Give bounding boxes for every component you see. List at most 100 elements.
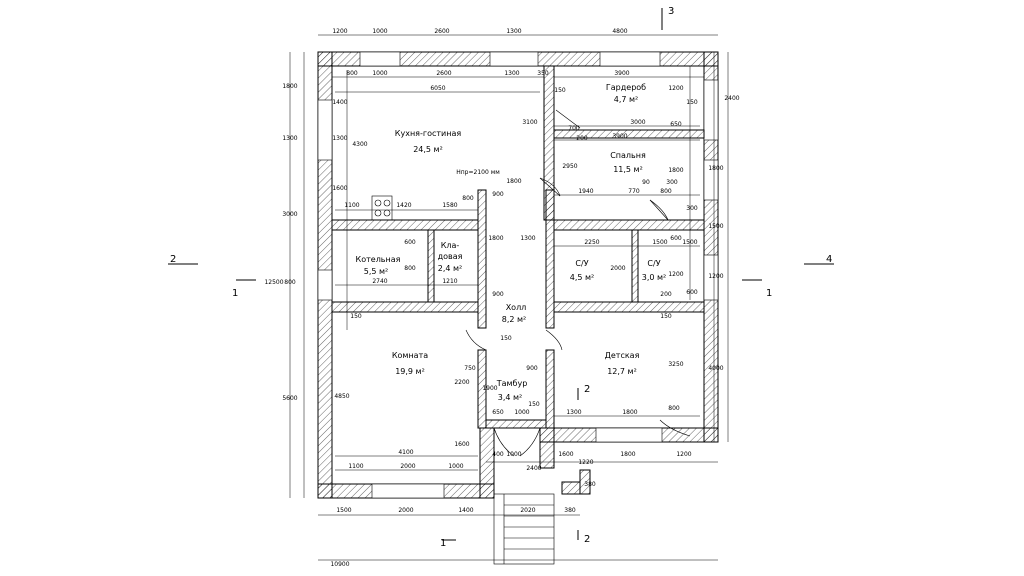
axis-label-3-top: 3	[668, 6, 674, 17]
porch-stairs	[493, 469, 591, 565]
dim-kitchen-width: 6050	[430, 85, 445, 92]
room-area-room: 19,9 м²	[395, 367, 425, 376]
room-area-wardrobe: 4,7 м²	[614, 95, 639, 104]
dim-bath2-width: 1500	[652, 239, 667, 246]
dim-right-inner-1: 150	[686, 99, 698, 106]
dim-small-2: 900	[492, 191, 504, 198]
dim-right-inner-8: 200	[660, 291, 672, 298]
dim-left-outer-0: 1800	[282, 83, 297, 90]
dim-right-outer-3: 1200	[708, 273, 723, 280]
dim-right-inner-5: 600	[670, 235, 682, 242]
room-area-vestibule: 3,4 м²	[498, 393, 523, 402]
dim-kitchen-bottom-0: 1100	[344, 202, 359, 209]
section-markers	[168, 8, 834, 541]
axis-label-2-left: 2	[170, 254, 176, 265]
dim-kitchen-height: 4300	[352, 141, 367, 148]
dim-porch-row-0: 400	[492, 451, 504, 458]
room-name-vestibule: Тамбур	[496, 379, 528, 388]
axis-label-4-right: 4	[826, 254, 832, 265]
dim-left-total: 12500	[264, 279, 283, 286]
dim-small-5: 1300	[520, 235, 535, 242]
dim-right-outer-1: 1800	[708, 165, 723, 172]
dim-bottom-outer-0: 1500	[336, 507, 351, 514]
doors	[465, 109, 691, 457]
dim-small-1: 600	[404, 239, 416, 246]
axis-label-1-right: 1	[766, 288, 772, 299]
dim-bedroom-row-4: 800	[660, 188, 672, 195]
dim-right-inner-6: 1200	[668, 271, 683, 278]
dim-right-outer-0: 2400	[724, 95, 739, 102]
dim-small-13: 1500	[682, 239, 697, 246]
dim-bedroom-row-3: 300	[666, 179, 678, 186]
axis-label-1-left: 1	[232, 288, 238, 299]
room-name-pantry-line2: довая	[438, 252, 463, 261]
dim-right-inner-2: 650	[670, 121, 682, 128]
dim-porch-row-4: 1200	[676, 451, 691, 458]
room-name-hall: Холл	[506, 303, 527, 312]
dim-top-outer-4: 4800	[612, 28, 627, 35]
dim-bedroom-height: 2950	[562, 163, 577, 170]
room-name-bedroom: Спальня	[610, 151, 646, 160]
dimension-lines	[289, 34, 729, 561]
dim-nursery-row-1: 1800	[622, 409, 637, 416]
dim-right-outer-2: 1500	[708, 223, 723, 230]
dim-top-outer-1: 1000	[372, 28, 387, 35]
dim-room-height: 4850	[334, 393, 349, 400]
axis-label-2-mid: 2	[584, 384, 590, 395]
stove-icon	[371, 195, 393, 221]
dim-right-inner-3: 1800	[668, 167, 683, 174]
dim-porch-row-1: 1000	[506, 451, 521, 458]
room-area-boiler: 5,5 м²	[364, 267, 389, 276]
axis-label-2-bottom: 2	[584, 534, 590, 545]
dim-small-0: 150	[554, 87, 566, 94]
dim-small-4: 1800	[488, 235, 503, 242]
dim-nursery-height: 3250	[668, 361, 683, 368]
dim-small-15: 150	[500, 335, 512, 342]
room-area-bath-1: 4,5 м²	[570, 273, 595, 282]
dim-kitchen-bottom-3: 800	[462, 195, 474, 202]
room-name-nursery: Детская	[605, 351, 640, 360]
dim-wardrobe-width-2: 3900	[612, 133, 627, 140]
dim-room-bottom-0: 1100	[348, 463, 363, 470]
room-area-kitchen: 24,5 м²	[413, 145, 443, 154]
room-name-kitchen: Кухня-гостиная	[395, 129, 462, 138]
dim-top-inner-4: 350	[537, 70, 549, 77]
dim-room-bottom-1: 2000	[400, 463, 415, 470]
dim-small-12: 700	[568, 125, 580, 132]
dim-top-inner-0: 800	[346, 70, 358, 77]
dim-small-14: 150	[660, 313, 672, 320]
dim-bedroom-row-1: 770	[628, 188, 640, 195]
axis-label-1-bottom: 1	[440, 538, 446, 549]
dim-door-1800: 1800	[506, 178, 521, 185]
windows	[317, 51, 719, 499]
dim-top-inner-2: 2600	[436, 70, 451, 77]
dim-left-inner-0: 1400	[332, 99, 347, 106]
dim-wardrobe-width: 3000	[630, 119, 645, 126]
dim-small-7: 900	[492, 291, 504, 298]
dim-porch-row-3: 1800	[620, 451, 635, 458]
dim-small-10: 900	[526, 365, 538, 372]
dim-small-6: 2000	[610, 265, 625, 272]
dim-porch-width: 2400	[526, 465, 541, 472]
dim-top-inner-5: 3900	[614, 70, 629, 77]
dim-kitchen-height-2: 3100	[522, 119, 537, 126]
dim-left-outer-2: 3000	[282, 211, 297, 218]
room-name-room: Комната	[392, 351, 428, 360]
dim-left-outer-1: 1300	[282, 135, 297, 142]
room-area-hall: 8,2 м²	[502, 315, 527, 324]
dim-top-outer-3: 1300	[506, 28, 521, 35]
dim-right-inner-7: 600	[686, 289, 698, 296]
dim-room-door: 1600	[454, 441, 469, 448]
dim-vestibule-row-0: 650	[492, 409, 504, 416]
dim-small-9: 150	[350, 313, 362, 320]
room-area-bath-2: 3,0 м²	[642, 273, 667, 282]
room-name-pantry-line1: Кла-	[441, 241, 460, 250]
room-area-bedroom: 11,5 м²	[613, 165, 643, 174]
dim-left-inner-1: 1300	[332, 135, 347, 142]
dim-vestibule-row-2: 150	[528, 401, 540, 408]
room-labels: Кухня-гостиная 24,5 м² Гардероб 4,7 м² С…	[356, 83, 667, 402]
dim-right-inner-0: 1200	[668, 85, 683, 92]
dim-bottom-outer-2: 1400	[458, 507, 473, 514]
room-name-wardrobe: Гардероб	[606, 83, 646, 92]
